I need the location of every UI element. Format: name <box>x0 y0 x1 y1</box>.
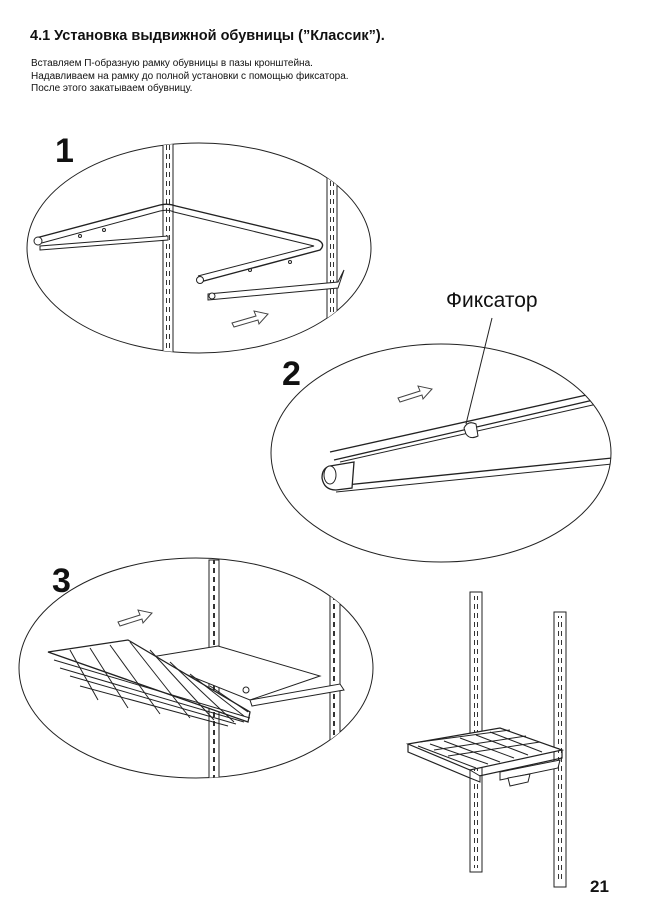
instruction-line-1: Вставляем П-образную рамку обувницы в па… <box>31 58 313 69</box>
instruction-line-2: Надавливаем на рамку до полной установки… <box>31 70 349 82</box>
step-2-illustration <box>270 317 612 563</box>
step-3-illustration <box>18 557 374 779</box>
page-number: 21 <box>590 877 609 896</box>
instructions-block: Вставляем П-образную рамку обувницы в па… <box>31 58 349 96</box>
step-1-number: 1 <box>55 132 74 170</box>
instruction-line-3: После этого закатываем обувницу. <box>31 83 193 94</box>
step-2-number: 2 <box>282 355 301 393</box>
installed-shoe-rack-illustration <box>405 591 567 888</box>
step-3-number: 3 <box>52 562 71 600</box>
step-1-illustration <box>26 142 372 354</box>
latch-callout-label: Фиксатор <box>446 289 538 312</box>
section-title: 4.1 Установка выдвижной обувницы (”Класс… <box>30 28 385 44</box>
